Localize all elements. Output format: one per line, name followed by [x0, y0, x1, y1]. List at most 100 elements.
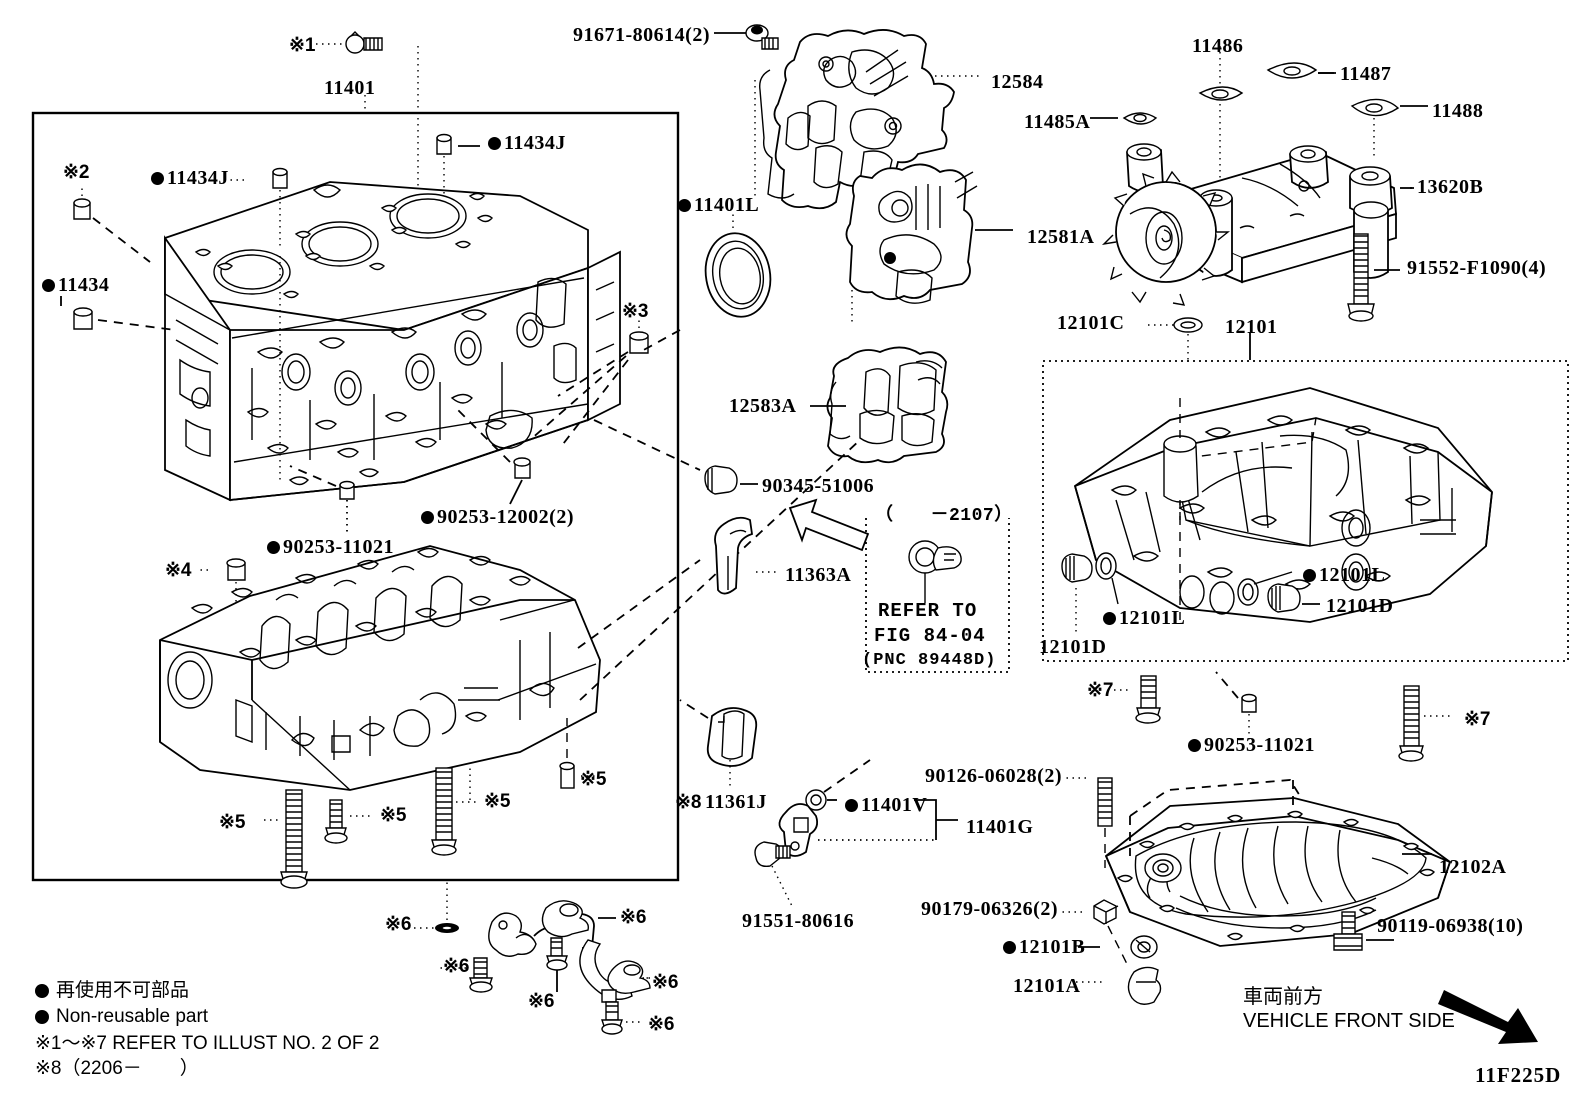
part-number-text: 12101	[1225, 316, 1278, 338]
non-reusable-dot-icon	[151, 172, 164, 185]
engine-block-group-frame	[31, 111, 680, 882]
non-reusable-dot-icon-2	[35, 1010, 49, 1024]
part-number-text: 11361J	[705, 791, 767, 813]
part-number-text: 12101L	[1319, 564, 1386, 586]
part-label-12101L: 12101L	[1303, 565, 1385, 585]
part-number-text: 11434J	[167, 167, 229, 189]
part-number-text: 12101D	[1039, 636, 1107, 658]
plug-12101D-b-art	[1061, 553, 1093, 636]
non-reusable-dot-icon	[1003, 941, 1016, 954]
part-number-text: 11488	[1432, 100, 1484, 122]
part-number-text: ※6	[443, 956, 470, 977]
non-reusable-dot-icon	[845, 799, 858, 812]
part-label-5: ※5	[580, 770, 607, 789]
part-number-text: 90179-06326(2)	[921, 898, 1058, 920]
part-label-5: ※5	[484, 792, 511, 811]
part-number-text: 11401	[324, 77, 376, 99]
part-number-text: 11487	[1340, 63, 1392, 85]
part-number-text: 13620B	[1417, 176, 1484, 198]
part-number-text: 11434J	[504, 132, 566, 154]
plug-12101A-art	[1076, 966, 1162, 1005]
part-number-text: ※6	[385, 914, 412, 935]
part-label-6: ※6	[443, 957, 470, 976]
part-label-12101D: 12101D	[1326, 596, 1393, 616]
bolt-ast5-long-b-art	[431, 767, 478, 856]
front-side-note-en: VEHICLE FRONT SIDE	[1243, 1010, 1455, 1032]
bolt-ast5-long-a-art	[264, 789, 308, 889]
part-number-text: 90253-11021	[1204, 734, 1316, 756]
part-label-11401L: 11401L	[678, 195, 759, 215]
part-label-11361J: 11361J	[705, 792, 767, 812]
callout-line3: (PNC 89448D)	[862, 651, 997, 670]
part-number-text: 12101L	[1119, 607, 1186, 629]
part-label-12101A: 12101A	[1013, 976, 1080, 996]
part-number-text: 90253-12002(2)	[437, 506, 574, 528]
callout-line2: FIG 84-04	[874, 625, 986, 647]
part-label-11401V: 11401V	[845, 795, 927, 815]
seal-11401L-art	[704, 212, 772, 318]
plug-90253-11021-a-art	[289, 465, 355, 532]
part-number-text: 12101A	[1013, 975, 1081, 997]
part-number-text: ※7	[1464, 709, 1491, 730]
bolt-91551-art	[754, 841, 793, 907]
bracket-11361J-art	[679, 699, 758, 788]
part-label-11487: 11487	[1340, 64, 1391, 84]
part-number-text: 12102A	[1439, 856, 1507, 878]
part-12583A-art	[810, 346, 949, 464]
part-number-text: 90253-11021	[283, 536, 395, 558]
part-label-6: ※6	[385, 915, 412, 934]
part-12584-art	[754, 29, 983, 210]
non-reusable-dot-icon	[1303, 569, 1316, 582]
plug-ast2-art	[73, 184, 151, 263]
part-label-90179063262: 90179-06326(2)	[921, 899, 1058, 919]
washer-11487-art	[1266, 62, 1336, 79]
part-label-6: ※6	[652, 973, 679, 992]
stud-90126-art	[1064, 777, 1113, 868]
part-label-5: ※5	[380, 806, 407, 825]
part-number-text: 90119-06938(10)	[1377, 915, 1524, 937]
part-label-4: ※4	[165, 561, 192, 580]
part-label-9034551006: 90345-51006	[762, 476, 874, 496]
plug-11434-art	[60, 296, 176, 331]
non-reusable-dot-icon	[1103, 612, 1116, 625]
leader-misc-1	[639, 329, 681, 353]
part-label-12102A: 12102A	[1439, 857, 1506, 877]
part-label-12583A: 12583A	[729, 396, 796, 416]
non-reusable-dot-icon	[1188, 739, 1201, 752]
part-label-3: ※3	[622, 302, 649, 321]
legend-asterisk8-note: ※8（2206－ ）	[35, 1058, 199, 1079]
callout-line1: REFER TO	[878, 600, 978, 622]
washer-11486-art	[1198, 46, 1244, 182]
part-12581A-art	[845, 163, 1013, 322]
part-number-text: 12584	[991, 71, 1044, 93]
part-label-12101B: 12101B	[1003, 937, 1085, 957]
screw-ast1-art	[310, 31, 383, 54]
plug-90253-12002-art	[455, 407, 531, 505]
part-number-text: ※4	[165, 560, 192, 581]
part-label-12581A: 12581A	[1027, 227, 1094, 247]
part-label-13620B: 13620B	[1417, 177, 1483, 197]
callout-range: （ －2107）	[875, 506, 1013, 526]
part-number-text: ※5	[580, 769, 607, 790]
washer-12101L-b-art	[1095, 552, 1119, 605]
part-number-text: ※5	[484, 791, 511, 812]
plug-ast4-art	[196, 558, 246, 640]
plug-90253-11021-b-art	[1215, 671, 1257, 742]
part-label-90126060282: 90126-06028(2)	[925, 766, 1062, 786]
dowel-11434J-a-art	[436, 133, 480, 198]
bolt-91552-art	[1347, 233, 1400, 322]
part-label-1: ※1	[289, 36, 316, 55]
part-label-11488: 11488	[1432, 101, 1483, 121]
part-number-text: ※6	[648, 1014, 675, 1035]
front-side-note-jp: 車両前方	[1243, 986, 1323, 1008]
washer-12101L-a-art	[1237, 571, 1293, 606]
plug-ast3-art	[529, 316, 649, 449]
part-number-text: ※5	[219, 812, 246, 833]
part-number-text: 91552-F1090(4)	[1407, 257, 1547, 279]
part-label-90253120022: 90253-12002(2)	[421, 507, 574, 527]
bolt-ast5-short-art	[324, 799, 372, 844]
leader-misc-2	[593, 419, 701, 471]
part-label-901190693810: 90119-06938(10)	[1377, 916, 1523, 936]
part-number-text: ※2	[63, 162, 90, 183]
part-label-12584: 12584	[991, 72, 1044, 92]
